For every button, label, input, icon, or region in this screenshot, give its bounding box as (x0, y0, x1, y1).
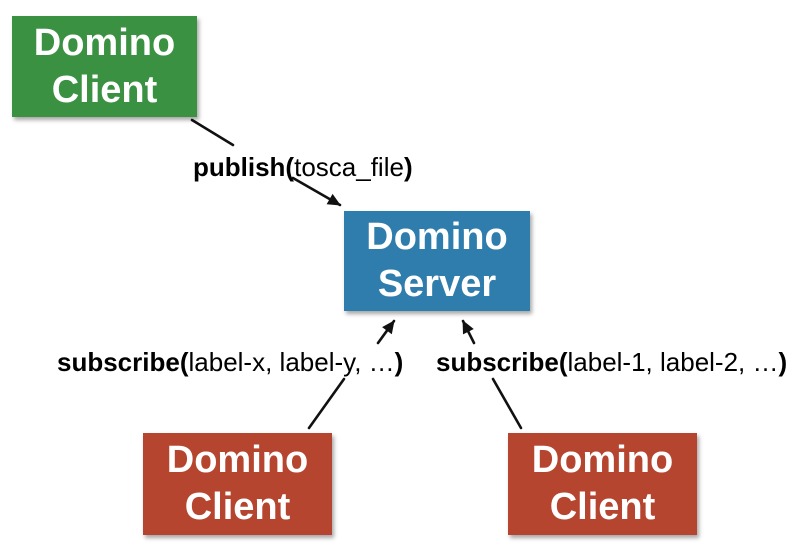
publish-arrow (291, 176, 342, 207)
subscribe-right-edge-label: subscribe(label-1, label-2, …) (436, 347, 786, 377)
subscribe-left-label-close-paren: ) (394, 347, 404, 377)
node-label-line: Client (184, 486, 291, 528)
node-label-line: Server (377, 263, 497, 305)
publish-label-function: publish( (193, 152, 295, 182)
subscribe-right-arrow-tail-segment (491, 377, 523, 430)
node-domino-client-publisher: Domino Client (12, 16, 197, 117)
subscribe-right-arrow (461, 319, 476, 345)
subscribe-left-label-function: subscribe( (57, 347, 189, 377)
subscribe-right-label-args: label-1, label-2, … (567, 347, 779, 377)
subscribe-left-label-args: label-x, label-y, … (188, 347, 395, 377)
publish-arrow-tail-segment (190, 118, 235, 147)
node-domino-server: Domino Server (344, 211, 530, 311)
publish-label-args: tosca_file (294, 152, 404, 182)
node-label-line: Domino (33, 21, 176, 64)
node-label-line: Domino (366, 216, 508, 258)
node-domino-client-subscriber-left: Domino Client (143, 433, 332, 535)
subscribe-left-edge-label: subscribe(label-x, label-y, …) (57, 347, 403, 377)
node-label-line: Domino (531, 439, 674, 481)
node-label-line: Domino (166, 439, 309, 481)
subscribe-right-label-close-paren: ) (779, 347, 786, 377)
subscribe-right-label-function: subscribe( (436, 347, 568, 377)
publish-edge-label: publish(tosca_file) (193, 152, 413, 182)
node-domino-client-subscriber-right: Domino Client (508, 433, 697, 535)
subscribe-left-arrow-tail-segment (307, 377, 346, 430)
node-label-line: Client (51, 68, 158, 111)
subscribe-left-arrow (376, 319, 396, 345)
node-label-line: Client (549, 486, 656, 528)
publish-label-close-paren: ) (403, 152, 413, 182)
